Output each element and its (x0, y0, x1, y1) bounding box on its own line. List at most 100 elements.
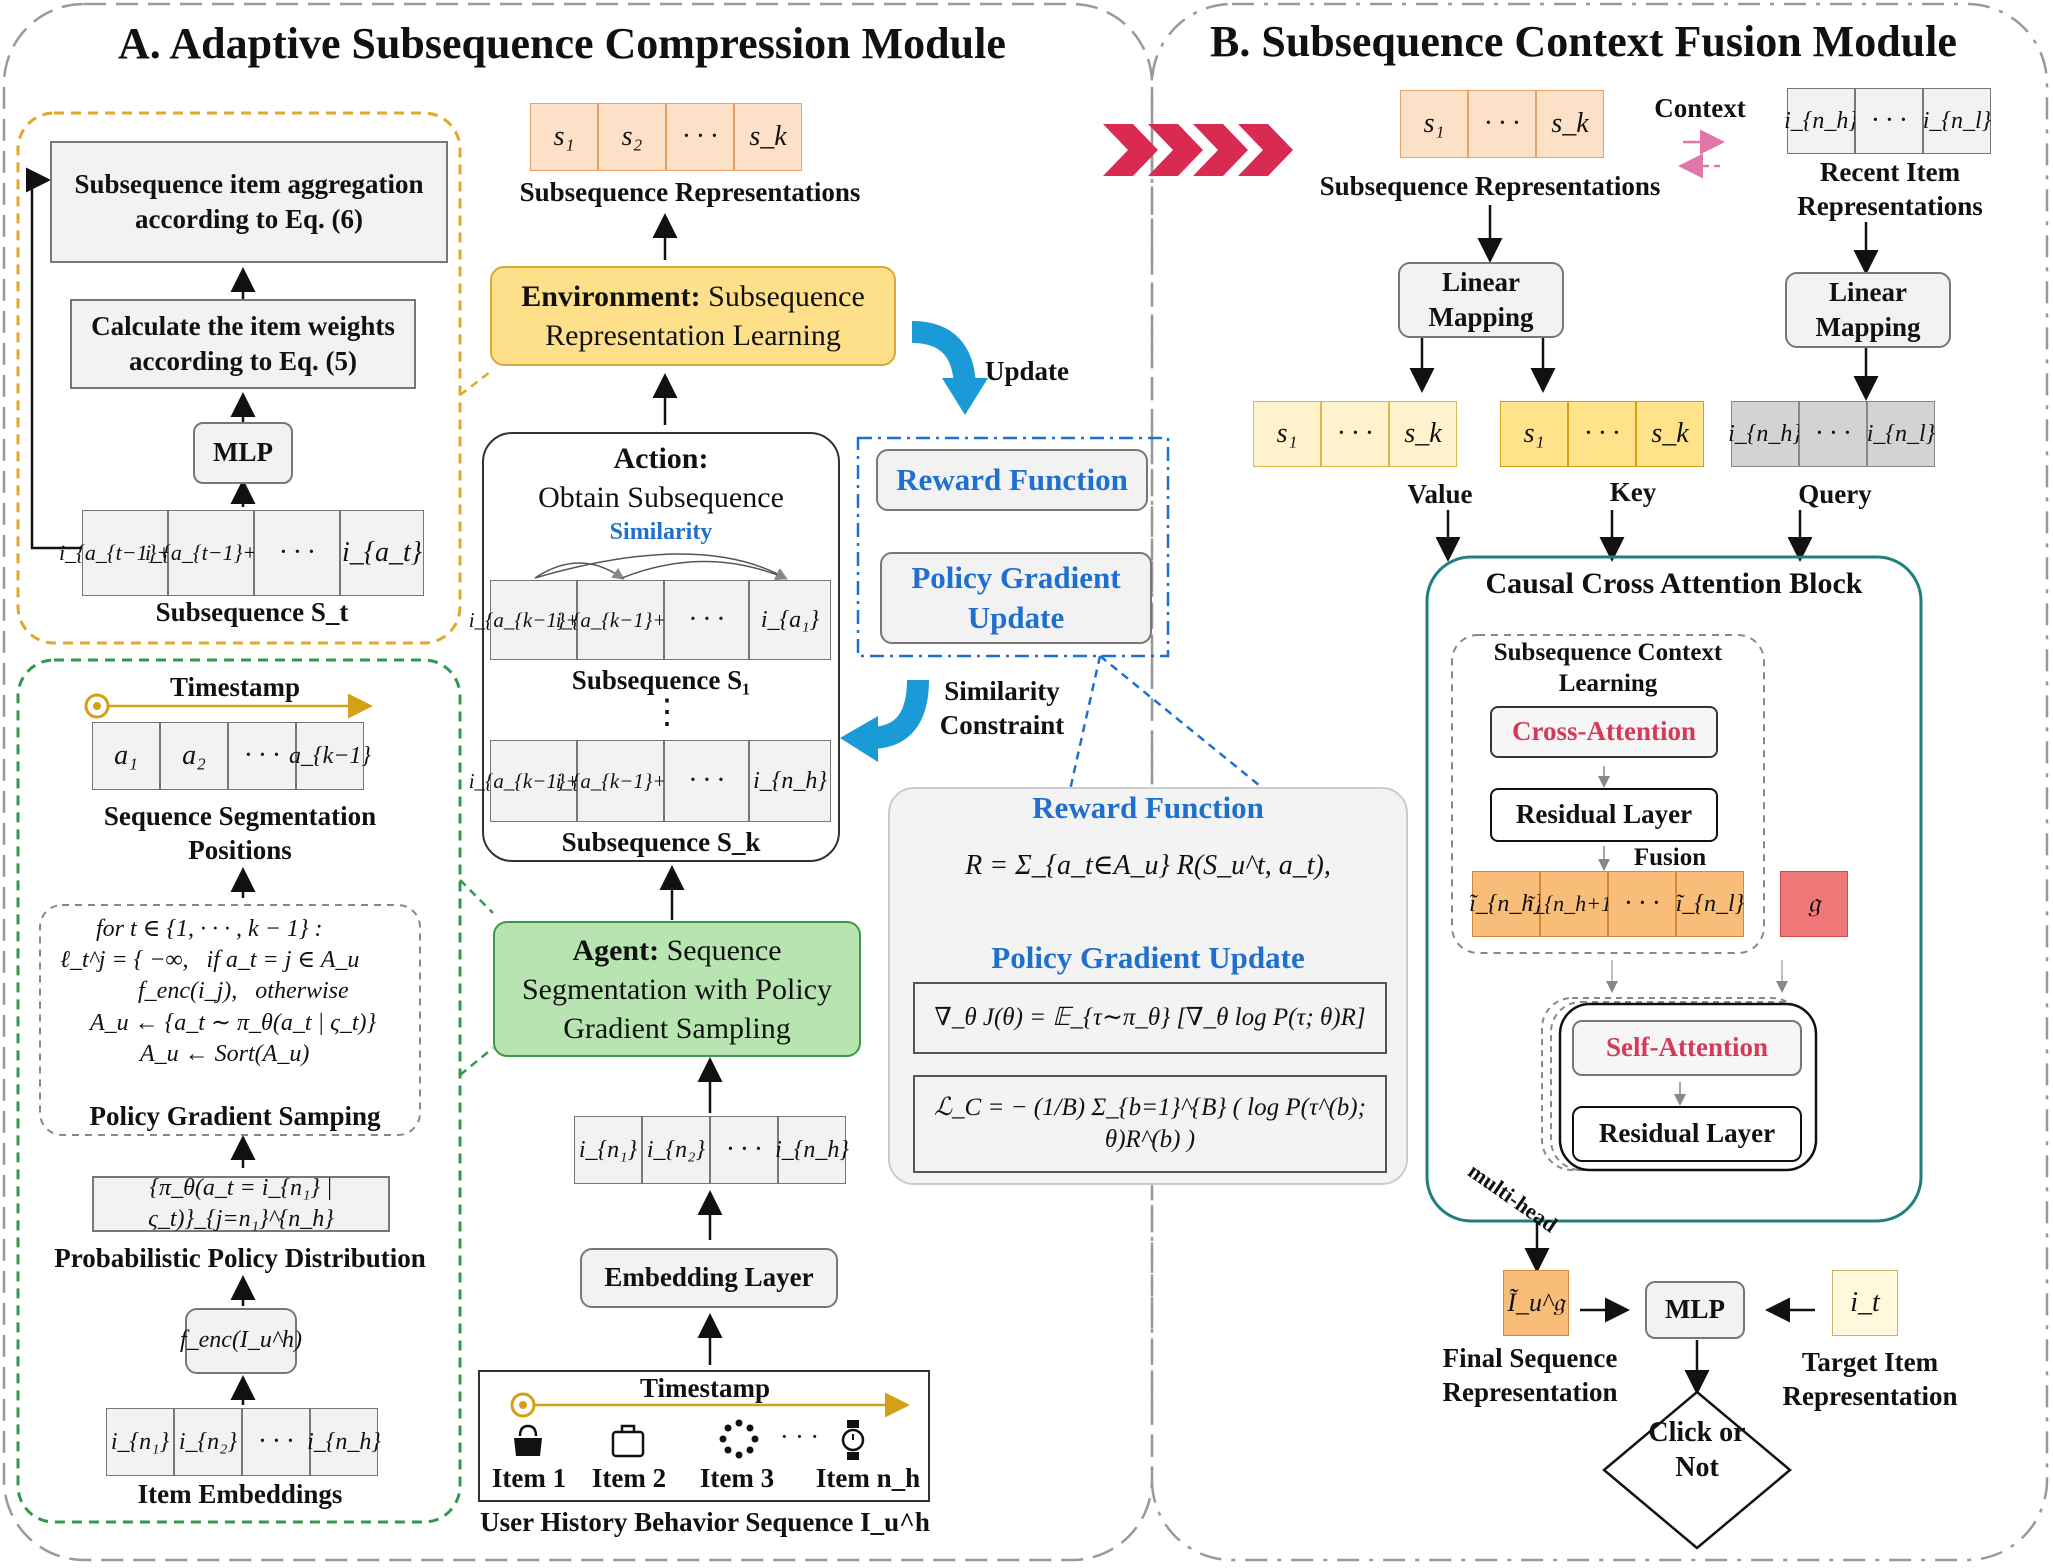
handbag-icon (514, 1424, 542, 1456)
sk-caption: Subsequence S_k (561, 827, 761, 857)
seg-position-cell: · · · (228, 722, 296, 790)
watch-icon (841, 1420, 865, 1460)
necklace-icon (719, 1419, 759, 1459)
item-embedding-cell: i_{n₂} (174, 1408, 242, 1476)
subseq-rep-cell-right: · · · (1468, 90, 1536, 158)
value-label: Value (1407, 479, 1473, 509)
policy-gradient-box: Policy Gradient Update (880, 552, 1152, 644)
subseq-cell: i_{a_{t−1}+2} (145, 510, 277, 596)
loss-equation: ℒ_C = − (1/B) Σ_{b=1}^{B} ( log P(τ^(b);… (913, 1075, 1387, 1173)
residual-layer-1: Residual Layer (1490, 788, 1718, 842)
target-item-cell: i_t (1832, 1270, 1898, 1336)
fused-cell: ĩ_{n_h+1} (1527, 871, 1621, 937)
timestamp-label-left: Timestamp (169, 672, 300, 702)
algo-line: ℓ_t^j = { −∞, if a_t = j ∈ A_u (60, 947, 360, 974)
seq-cell: i_{n₂} (642, 1116, 710, 1184)
item-label: Item 3 (699, 1463, 775, 1493)
cross-attention-box: Cross-Attention (1490, 706, 1718, 758)
residual-layer-2: Residual Layer (1572, 1106, 1802, 1162)
subseq-rep-cell: s₂ (598, 103, 666, 171)
environment-box: Environment: Subsequence Representation … (490, 266, 896, 366)
click-or-not-label: Click or Not (1648, 1417, 1746, 1483)
s1-cell: · · · (664, 580, 749, 660)
chevron-arrows (1103, 124, 1293, 176)
similarity-label: Similarity (609, 519, 713, 545)
value-cell: s_k (1389, 401, 1457, 467)
module-b-frame (1150, 2, 2049, 1562)
aggregation-box: Subsequence item aggregation according t… (50, 141, 448, 263)
module-a-frame (2, 2, 1154, 1562)
module-a-title: A. Adaptive Subsequence Compression Modu… (118, 19, 1006, 68)
reward-equation: R = Σ_{a_t∈A_u} R(S_u^t, a_t), (965, 850, 1331, 881)
seg-position-cell: a₂ (160, 722, 228, 790)
reward-function-title: Reward Function (1032, 790, 1264, 825)
aggregation-region (16, 111, 462, 645)
subseq-rep-cell: s_k (734, 103, 802, 171)
sk-cell: i_{a_{k−1}+1} (469, 740, 598, 822)
item-embedding-cell: i_{n_h} (307, 1408, 381, 1476)
agent-box-text: Agent: Sequence Segmentation with Policy… (495, 931, 859, 1048)
agent-box: Agent: Sequence Segmentation with Policy… (493, 921, 861, 1057)
weights-box: Calculate the item weights according to … (70, 299, 416, 389)
history-caption: User History Behavior Sequence I_u^h (480, 1507, 930, 1537)
seg-position-cell: a_{k−1} (289, 722, 371, 790)
subseq-cell: i_{a_t} (340, 510, 424, 596)
query-cell: · · · (1799, 401, 1867, 467)
value-cell: · · · (1321, 401, 1389, 467)
cross-attention-label: Cross-Attention (1512, 716, 1696, 747)
subseq-rep-caption-right: Subsequence Representations (1319, 171, 1661, 201)
value-cell: s₁ (1253, 401, 1321, 467)
algo-line: for t ∈ {1, · · · , k − 1} : (96, 916, 323, 942)
agent-bold: Agent: (572, 933, 660, 967)
module-b-title: B. Subsequence Context Fusion Module (1210, 17, 1957, 66)
final-seq-caption: Final Sequence Representation (1442, 1343, 1618, 1407)
subseq-rep-cell-right: s_k (1536, 90, 1604, 158)
weights-box-label: Calculate the item weights according to … (91, 310, 395, 376)
self-attention-label: Self-Attention (1606, 1032, 1768, 1063)
subseq-rep-cell-right: s₁ (1400, 90, 1468, 158)
query-cell: i_{n_l} (1867, 401, 1935, 467)
causal-block-title: Causal Cross Attention Block (1485, 567, 1863, 600)
subsequence-st-caption: Subsequence S_t (155, 597, 349, 627)
algorithm-text: for t ∈ {1, · · · , k − 1} : ℓ_t^j = { −… (60, 914, 420, 1070)
policy-distribution-caption: Probabilistic Policy Distribution (54, 1243, 426, 1273)
key-cell: · · · (1568, 401, 1636, 467)
environment-rest: Subsequence Representation Learning (545, 280, 865, 352)
s1-caption: Subsequence S₁ (571, 665, 751, 695)
seq-cell: i_{n_h} (775, 1116, 849, 1184)
action-subtitle: Obtain Subsequence (538, 481, 784, 514)
key-cell: s_k (1636, 401, 1704, 467)
similarity-constraint-label: Similarity Constraint (939, 676, 1065, 740)
mlp-box-left: MLP (193, 422, 293, 484)
recent-item-cell: · · · (1855, 88, 1923, 154)
vertical-ellipsis: ⋮ (650, 694, 684, 731)
environment-bold: Environment: (521, 280, 701, 313)
policy-sampling-caption: Policy Gradient Samping (89, 1101, 381, 1131)
algo-line: A_u ← {a_t ∼ π_θ(a_t | ς_t)} (90, 1009, 377, 1036)
scl-title: Subsequence Context Learning (1493, 639, 1723, 698)
fenc-box: f_enc(I_u^h) (180, 1308, 302, 1374)
query-label: Query (1798, 479, 1872, 509)
history-box (478, 1370, 930, 1502)
segmentation-caption: Sequence Segmentation Positions (103, 801, 377, 865)
reward-policy-region (856, 436, 1170, 658)
sk-cell: · · · (664, 740, 749, 822)
recent-item-cell: i_{n_l} (1923, 88, 1991, 154)
mlp-box-right: MLP (1645, 1281, 1745, 1339)
seg-position-cell: a₁ (92, 722, 160, 790)
s1-cell: i_{a₁} (749, 580, 831, 660)
item-embedding-cell: · · · (242, 1408, 310, 1476)
self-attention-box: Self-Attention (1572, 1020, 1802, 1076)
fused-cell: · · · (1608, 871, 1676, 937)
agent-rest: Sequence Segmentation with Policy Gradie… (522, 933, 832, 1045)
target-item-caption: Target Item Representation (1782, 1347, 1958, 1411)
final-seq-cell: Ĩ_u^𝔤 (1503, 1270, 1569, 1336)
agent-detail-region (16, 658, 462, 1524)
context-label: Context (1654, 93, 1746, 123)
fused-cell: ĩ_{n_l} (1676, 871, 1744, 937)
briefcase-icon (611, 1424, 645, 1458)
policy-distribution-box: {π_θ(a_t = i_{n₁} | ς_t)}_{j=n₁}^{n_h} (92, 1175, 390, 1232)
subseq-cell: · · · (254, 510, 340, 596)
policy-gradient-title: Policy Gradient Update (991, 940, 1305, 975)
sk-cell: i_{n_h} (749, 740, 831, 822)
